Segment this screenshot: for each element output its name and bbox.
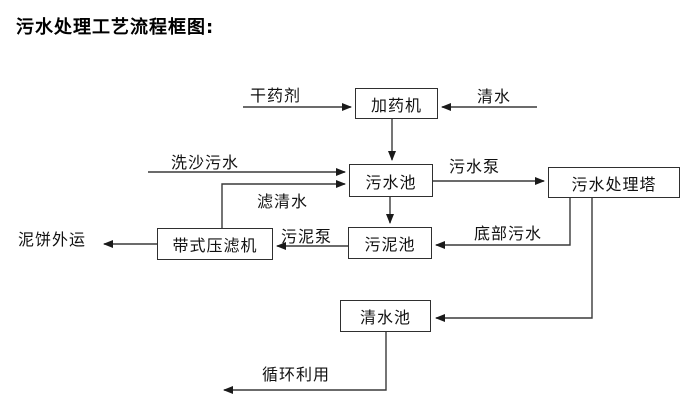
node-sewage-pool: 污水池 <box>349 164 433 197</box>
edge-label-filtered-water: 滤清水 <box>257 192 309 211</box>
edge-label-clear-water: 清水 <box>477 87 512 106</box>
node-sludge-pool: 污泥池 <box>348 227 432 259</box>
diagram-title: 污水处理工艺流程框图: <box>16 17 215 38</box>
connector-filtered-water-to-sewage-pool <box>221 180 346 228</box>
edge-label-sludge-pump: 污泥泵 <box>281 227 333 246</box>
edge-label-sand-washing-sewage: 洗沙污水 <box>171 153 240 172</box>
node-treatment-tower: 污水处理塔 <box>548 167 680 198</box>
node-belt-filter-press: 带式压滤机 <box>157 228 273 260</box>
edge-label-recycle-use: 循环利用 <box>262 365 331 384</box>
connector-bottom-sewage-to-sludge-pool <box>435 198 571 249</box>
connector-clear-pool-to-recycle <box>223 332 387 394</box>
edge-label-dry-agent: 干药剂 <box>250 86 302 105</box>
edge-label-sewage-pump: 污水泵 <box>449 157 501 176</box>
node-clear-water-pool: 清水池 <box>340 300 431 332</box>
edge-label-bottom-sewage: 底部污水 <box>474 224 543 243</box>
connector-tower-to-clear-pool <box>435 198 593 322</box>
edge-label-mud-cake-out: 泥饼外运 <box>18 230 87 249</box>
node-dosing-machine: 加药机 <box>355 88 438 119</box>
